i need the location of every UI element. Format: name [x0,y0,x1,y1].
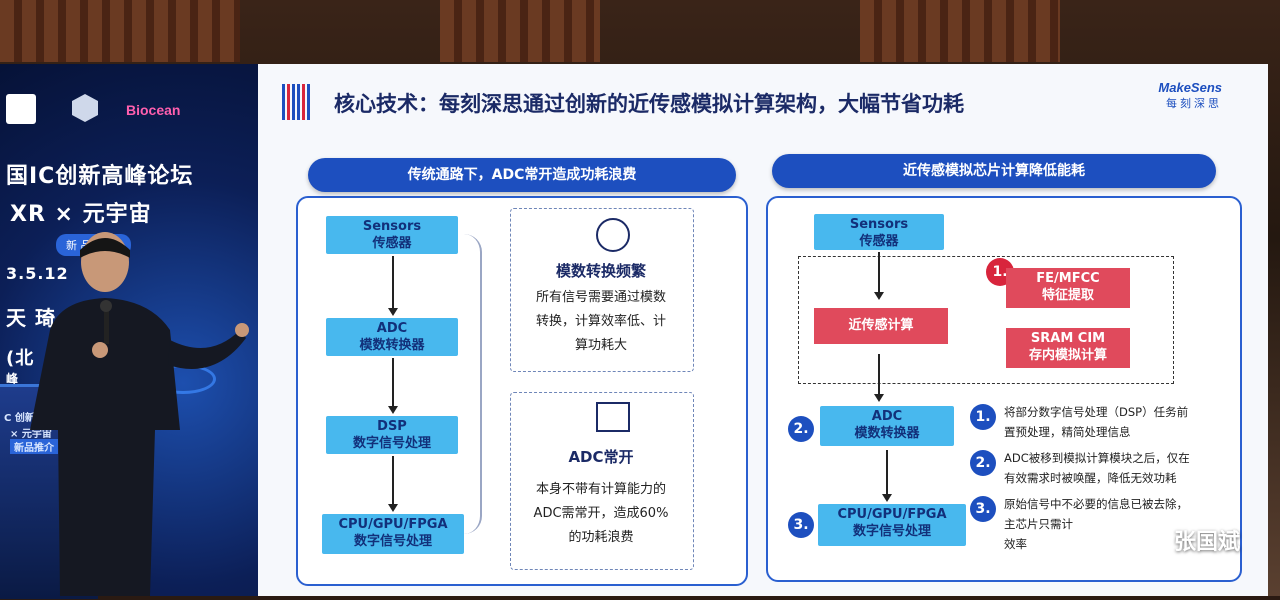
banner-date: 3.5.12 [6,264,69,283]
wechat-watermark: 张国斌 [1145,524,1240,556]
left-brace [464,234,482,534]
hexagon-logo-icon [72,94,98,122]
wechat-icon [1145,534,1168,552]
near-sensor-compute-box: 近传感计算 [814,308,948,344]
brand-subtitle: 每刻深思 [1166,97,1222,110]
right-arrow-3 [882,450,892,502]
podium-line3: 新品推介 [10,439,58,454]
note-badge-1: 1. [970,404,996,430]
banner-org2: 峰 [6,372,20,386]
right-panel-header: 近传感模拟芯片计算降低能耗 [772,154,1216,188]
left-arrow-3 [388,456,398,512]
curtain-center [440,0,600,62]
feature1-text: 所有信号需要通过模数转换，计算效率低、计算功耗大 [535,290,666,353]
banner-name: 天 琦 [6,306,56,330]
slide-title: 核心技术：每刻深思通过创新的近传感模拟计算架构，大幅节省功耗 [334,92,964,116]
note-3: 原始信号中不必要的信息已被去除，主芯片只需计效率 [1004,497,1188,551]
note-badge-3: 3. [970,496,996,522]
curtain-right [860,0,1060,62]
brand-name: MakeSens [1158,80,1222,95]
blue-badge-2: 2. [788,416,814,442]
near-sensor-region [798,256,1174,384]
banner-org: (北 [6,348,35,369]
note-2: ADC被移到模拟计算模块之后，仅在有效需求时被唤醒，降低无效功耗 [1004,451,1190,485]
left-panel-header: 传统通路下，ADC常开造成功耗浪费 [308,158,736,192]
left-arrow-2 [388,358,398,414]
curtain-left [0,0,240,62]
brand-logo: MakeSens 每刻深思 [1158,80,1222,111]
note-badge-2: 2. [970,450,996,476]
note-1: 将部分数字信号处理（DSP）任务前置预处理，精简处理信息 [1004,405,1189,439]
title-bars-decoration [282,84,312,124]
feature2-title: ADC常开 [568,448,634,466]
speaker-person [20,230,250,596]
right-arrow-1 [874,252,884,300]
convert-icon [596,218,630,252]
feature-box-2 [510,392,694,570]
banner-logo-text: Biocean [126,102,181,118]
presentation-slide: 核心技术：每刻深思通过创新的近传感模拟计算架构，大幅节省功耗 MakeSens … [258,64,1268,596]
banner-logo-icon [6,94,36,124]
feature1-title: 模数转换频繁 [555,262,646,280]
right-arrow-2 [874,354,884,402]
banner-line1: 国IC创新高峰论坛 [6,164,194,189]
blue-badge-3: 3. [788,512,814,538]
chart-down-icon [596,402,630,432]
left-arrow-1 [388,256,398,316]
banner-line2: XR × 元宇宙 [10,202,152,227]
feature-box-1 [510,208,694,372]
podium-line2: × 元宇宙 [10,429,52,440]
